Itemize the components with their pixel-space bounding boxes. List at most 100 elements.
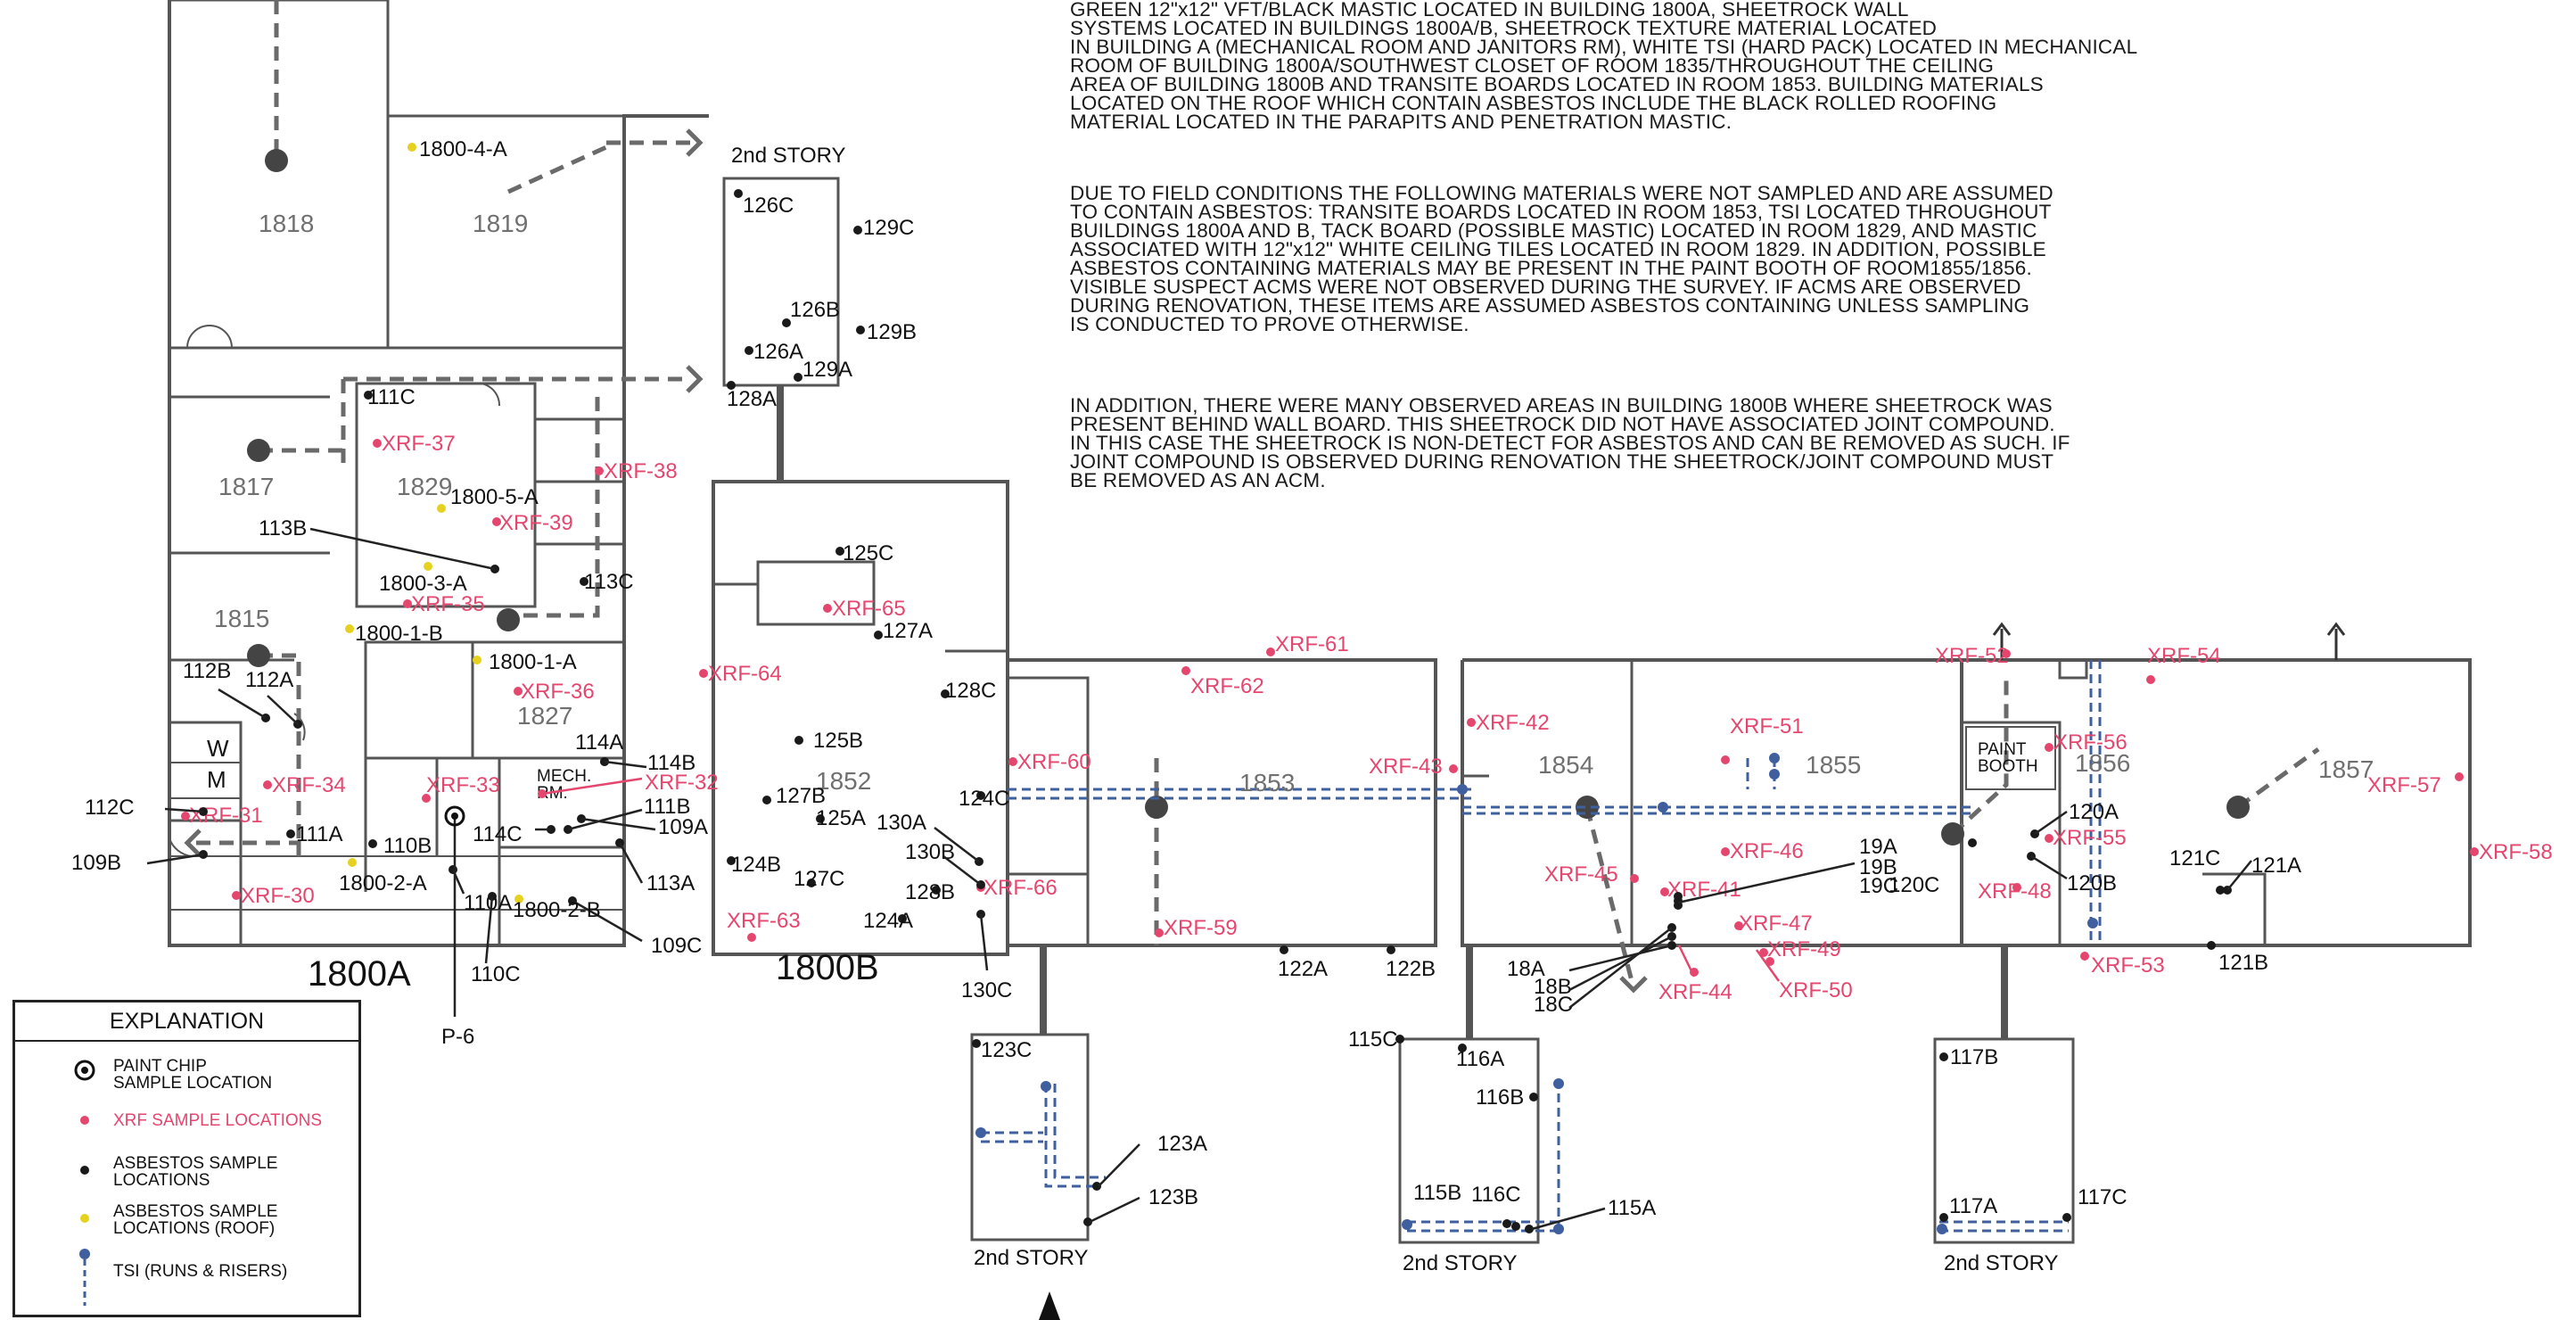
story-label: 2nd STORY (974, 1246, 1089, 1270)
asbestos-sample-label: 18A (1507, 957, 1545, 981)
xrf-sample-dot (2470, 847, 2479, 856)
notes-line: BUILDINGS 1800A AND B, TACK BOARD (POSSI… (1070, 219, 2037, 242)
xrf-dot-icon (80, 1116, 89, 1125)
asbestos-sample-dot (727, 381, 736, 390)
roof-sample-dot (407, 143, 416, 152)
notes-line: IS CONDUCTED TO PROVE OTHERWISE. (1070, 313, 1469, 335)
asbestos-sample-label: 112C (85, 796, 135, 820)
asbestos-sample-label: 111A (296, 822, 343, 846)
wall-line (1008, 676, 1090, 945)
legend-label: ASBESTOS SAMPLE LOCATIONS (113, 1154, 278, 1190)
leader-line (942, 855, 982, 886)
notes-line: BE REMOVED AS AN ACM. (1070, 469, 1326, 491)
xrf-sample-label: XRF-45 (1544, 862, 1618, 887)
asbestos-sample-label: 130B (905, 840, 955, 864)
leader-line (1089, 1196, 1140, 1224)
asbestos-sample-dot (794, 373, 802, 382)
asbestos-sample-label: 130C (961, 978, 1012, 1002)
xrf-sample-label: XRF-33 (426, 773, 500, 797)
asbestos-sample-label: 121A (2251, 854, 2301, 878)
room-number-label: 1856 (2075, 749, 2130, 777)
notes-line: LOCATED ON THE ROOF WHICH CONTAIN ASBEST… (1070, 92, 1997, 114)
legend-title: EXPLANATION (15, 1002, 358, 1042)
room-number-label: 1815 (214, 605, 269, 632)
building-1800a-outline (168, 0, 709, 947)
notes-line: IN THIS CASE THE SHEETROCK IS NON-DETECT… (1070, 432, 2070, 454)
tsi-run-line (1053, 1084, 1106, 1179)
door-arc (472, 382, 501, 407)
room-1819-outline (386, 114, 626, 350)
xrf-sample-label: XRF-53 (2091, 953, 2165, 978)
xrf-sample-dot (492, 517, 501, 526)
asbestos-sample-dot (794, 736, 803, 745)
asbestos-sample-dot (835, 547, 844, 556)
xrf-sample-dot (2012, 883, 2021, 892)
notes-paragraph-2: DUE TO FIELD CONDITIONS THE FOLLOWING MA… (1070, 183, 2318, 335)
xrf-sample-label: XRF-64 (708, 662, 782, 686)
legend-label: PAINT CHIP SAMPLE LOCATION (113, 1057, 273, 1093)
roof-sample-dot (345, 624, 354, 633)
asbestos-sample-label: 116A (1456, 1047, 1504, 1071)
tsi-riser-dot (1937, 1224, 1947, 1234)
room-number-label: 1852 (816, 767, 871, 795)
asbestos-sample-label: 127B (776, 784, 826, 808)
roof-dot-icon (80, 1214, 89, 1223)
arrow-up-icon (2326, 622, 2346, 636)
leader-line (2034, 810, 2068, 836)
story-label: 2nd STORY (731, 144, 846, 168)
route-dashed-line (1584, 806, 1634, 982)
asbestos-sample-dot (816, 814, 825, 823)
asbestos-sample-label: 109C (651, 934, 702, 958)
asbestos-sample-dot (1968, 838, 1977, 847)
arrow-up-icon (1992, 622, 2012, 636)
xrf-sample-dot (1721, 755, 1730, 764)
notes-line: JOINT COMPOUND IS OBSERVED DURING RENOVA… (1070, 450, 2054, 473)
mech-room-label: MECH. (537, 767, 591, 786)
asbestos-sample-label: 114B (647, 751, 695, 775)
xrf-sample-dot (2045, 743, 2053, 752)
roof-sample-label: 1800-4-A (419, 137, 507, 161)
asbestos-sample-label: 121B (2218, 951, 2268, 975)
asbestos-sample-label: 129A (802, 358, 852, 382)
tsi-riser-dot (975, 1127, 986, 1138)
asbestos-sample-label: 112B (183, 659, 231, 683)
room-number-label: 1817 (218, 473, 274, 500)
asbestos-sample-dot (734, 189, 743, 198)
room-number-label: 1853 (1239, 769, 1295, 796)
xrf-sample-label: XRF-59 (1164, 916, 1238, 940)
asbestos-dot-icon (80, 1166, 89, 1175)
closet-outline (364, 640, 474, 760)
xrf-sample-label: XRF-62 (1190, 674, 1264, 698)
roof-sample-label: 1800-5-A (450, 485, 539, 509)
asbestos-sample-label: 128A (727, 387, 777, 411)
xrf-sample-dot (1181, 666, 1190, 675)
paint-chip-symbol-icon (74, 1060, 95, 1081)
asbestos-sample-label: 125C (843, 541, 893, 565)
notes-line: ROOM OF BUILDING 1800A/SOUTHWEST CLOSET … (1070, 54, 1995, 77)
mech-room-outline (498, 756, 626, 849)
xrf-sample-dot (1660, 887, 1669, 896)
xrf-sample-label: XRF-57 (2367, 773, 2441, 797)
xrf-sample-label: XRF-65 (832, 597, 906, 621)
notes-line: GREEN 12"x12" VFT/BLACK MASTIC LOCATED I… (1070, 0, 1909, 21)
xrf-sample-label: XRF-38 (604, 459, 678, 483)
asbestos-sample-dot (762, 796, 771, 804)
roof-sample-dot (437, 504, 446, 513)
asbestos-sample-label: 116C (1471, 1183, 1521, 1207)
asbestos-sample-label: 130A (876, 811, 926, 835)
asbestos-sample-label: 120A (2069, 800, 2119, 824)
room-1829-outline (355, 382, 537, 608)
asbestos-sample-label: 125A (816, 806, 866, 830)
asbestos-sample-dot (286, 829, 295, 838)
xrf-sample-dot (232, 891, 241, 900)
tsi-riser-dot (1769, 769, 1780, 780)
asbestos-sample-dot (874, 631, 883, 639)
leader-line (572, 899, 643, 943)
building-label: 1800A (308, 954, 411, 994)
asbestos-sample-label: 111C (367, 385, 416, 409)
tsi-run-line (1044, 1084, 1097, 1188)
room-number-label: 1857 (2318, 755, 2374, 783)
notes-line: MATERIAL LOCATED IN THE PARAPITS AND PEN… (1070, 111, 1732, 133)
asbestos-sample-dot (1511, 1222, 1520, 1231)
